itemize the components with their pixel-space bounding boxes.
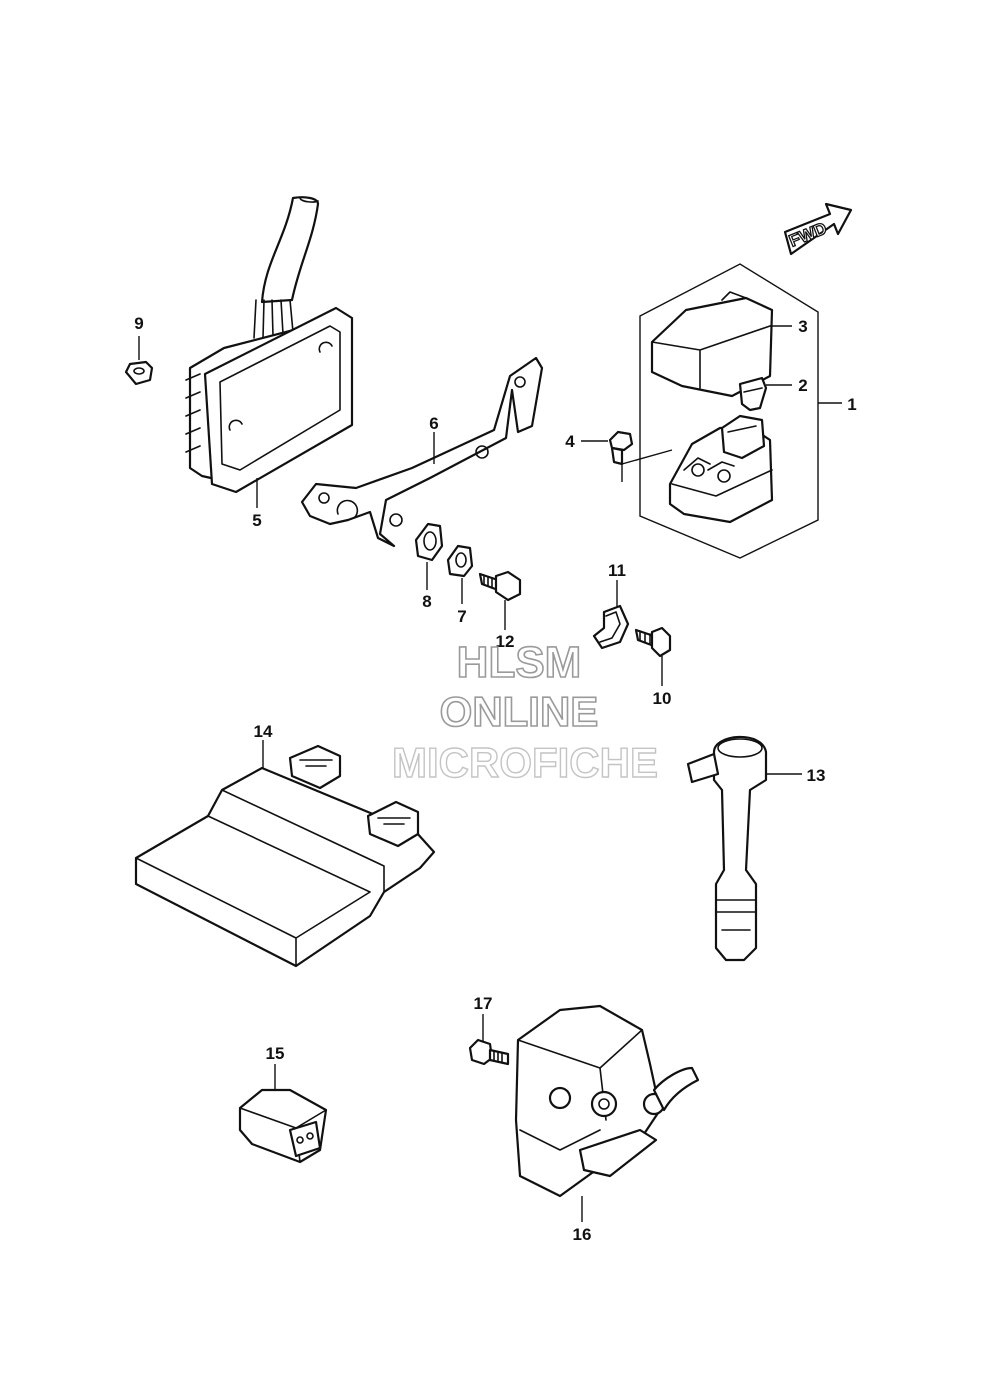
callout-1: 1	[847, 395, 856, 414]
callout-3: 3	[798, 317, 807, 336]
part-16-sensor	[514, 1004, 700, 1222]
callout-9: 9	[134, 314, 143, 333]
callout-12: 12	[496, 632, 515, 651]
part-9-nut	[124, 336, 154, 386]
part-8-grommet	[414, 522, 444, 590]
fwd-direction-arrow: FWD	[783, 202, 853, 256]
callout-8: 8	[422, 592, 431, 611]
callout-16: 16	[573, 1225, 592, 1244]
callout-labels: 1 2 3 4 5 6 7 8 9 10 11 12 13 14 15 16 1…	[134, 314, 856, 1244]
watermark: HLSM ONLINE MICROFICHE	[391, 637, 658, 787]
callout-5: 5	[252, 511, 261, 530]
callout-4: 4	[565, 432, 575, 451]
part-2-fuse	[738, 376, 768, 412]
watermark-line-2: ONLINE	[440, 688, 599, 735]
callout-13: 13	[807, 766, 826, 785]
callout-2: 2	[798, 376, 807, 395]
assembly-boundary	[639, 263, 819, 559]
part-11-clamp	[592, 580, 630, 650]
callout-11: 11	[608, 561, 626, 580]
part-13-ignition-coil	[686, 735, 802, 962]
part-6-bracket	[300, 356, 544, 548]
callout-7: 7	[457, 607, 466, 626]
part-14-ecm	[134, 740, 436, 968]
part-1-starter-relay-assembly	[581, 263, 842, 559]
watermark-line-3: MICROFICHE	[392, 739, 658, 786]
fwd-arrow-icon	[783, 202, 853, 256]
part-7-collar	[446, 544, 474, 604]
callout-15: 15	[266, 1044, 285, 1063]
part-5-regulator	[185, 196, 354, 508]
part-10-screw	[634, 626, 672, 686]
callout-10: 10	[653, 689, 672, 708]
part-3-relay-cover	[650, 296, 774, 398]
watermark-line-1: HLSM	[457, 638, 582, 687]
callout-14: 14	[254, 722, 273, 741]
fwd-label: FWD	[786, 219, 829, 251]
part-12-bolt	[478, 570, 522, 630]
callout-6: 6	[429, 414, 438, 433]
part-15-connector	[238, 1064, 328, 1164]
part-17-bolt	[468, 1014, 510, 1066]
callout-17: 17	[474, 994, 493, 1013]
